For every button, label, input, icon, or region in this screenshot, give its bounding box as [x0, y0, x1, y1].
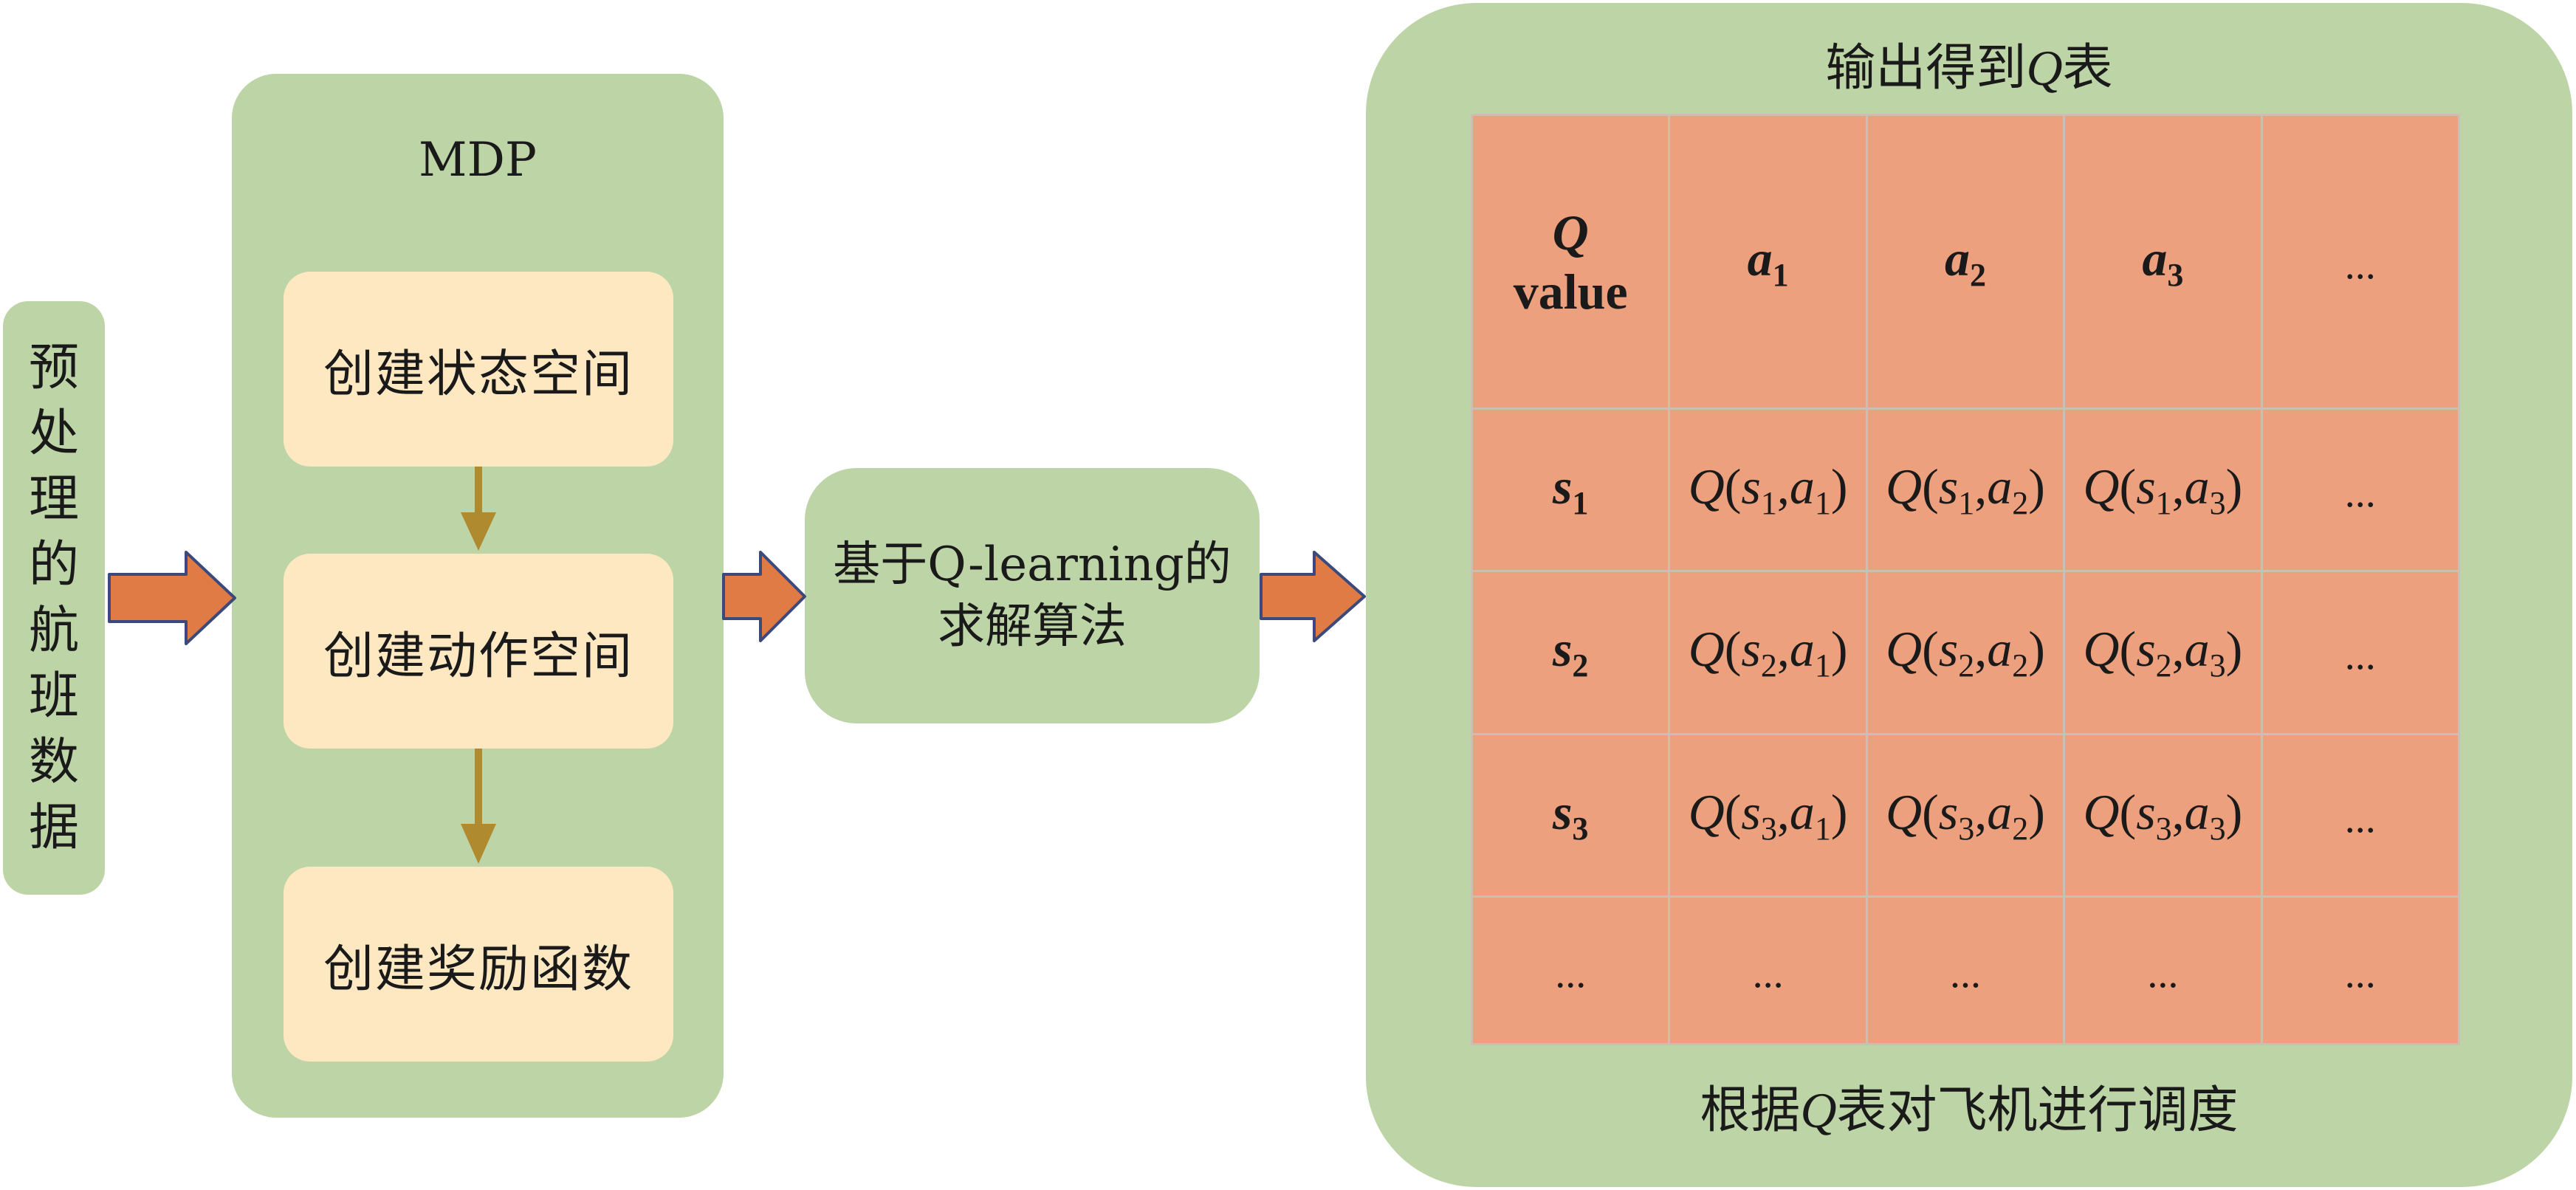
flow-arrow-icon: [108, 551, 236, 645]
step-arrow-icon: [461, 749, 496, 864]
ellipsis: ...: [1949, 950, 1981, 997]
mdp-step-label: 创建状态空间: [323, 345, 633, 404]
output-footer-prefix: 根据: [1700, 1081, 1801, 1140]
q-table: Q value a1 a2 a3 ... s1 Q(s1,a1) Q(s1,a2…: [1470, 113, 2461, 1046]
q-table-row: s1 Q(s1,a1) Q(s1,a2) Q(s1,a3) ...: [1470, 407, 2461, 573]
q-cell: Q(s2,a1): [1668, 570, 1868, 735]
q-cell: Q(s1,a1): [1668, 407, 1868, 573]
ellipsis: ...: [2344, 795, 2376, 842]
q-cell: Q(s2,a2): [1865, 570, 2066, 735]
q-table-row: s3 Q(s3,a1) Q(s3,a2) Q(s3,a3) ...: [1470, 732, 2461, 898]
flow-arrow-icon: [722, 551, 806, 642]
output-title-prefix: 输出得到: [1825, 39, 2027, 97]
mdp-step-action-space: 创建动作空间: [284, 554, 673, 749]
mdp-step-label: 创建动作空间: [323, 627, 633, 686]
output-title-suffix: 表: [2062, 39, 2113, 97]
q-cell-more: ...: [1668, 895, 1868, 1046]
q-cell: Q(s1,a3): [2063, 407, 2263, 573]
output-footer-suffix: 表对飞机进行调度: [1836, 1081, 2239, 1140]
output-title-q: Q: [2026, 40, 2063, 96]
state-header-s1: s1: [1470, 407, 1671, 573]
output-footer-q: Q: [1800, 1082, 1837, 1138]
ellipsis: ...: [2344, 633, 2376, 679]
preprocess-label: 预处理的航班数据: [28, 339, 79, 857]
state-header-s3: s3: [1470, 732, 1671, 898]
mdp-step-label: 创建奖励函数: [323, 940, 633, 999]
q-cell-more: ...: [2260, 407, 2461, 573]
q-cell-more: ...: [2260, 570, 2461, 735]
output-footer: 根据Q表对飞机进行调度: [1366, 1069, 2572, 1142]
mdp-step-reward-function: 创建奖励函数: [284, 867, 673, 1062]
q-table-header-row: Q value a1 a2 a3 ...: [1470, 113, 2461, 410]
ellipsis: ...: [1752, 950, 1784, 997]
output-title: 输出得到Q表: [1366, 27, 2572, 100]
solver-box: 基于Q-learning的 求解算法: [805, 468, 1260, 723]
q-cell: Q(s3,a3): [2063, 732, 2263, 898]
ellipsis: ...: [2147, 950, 2179, 997]
q-cell-more: ...: [1470, 895, 1671, 1046]
solver-label-line2: 求解算法: [938, 599, 1127, 654]
q-cell-more: ...: [1865, 895, 2066, 1046]
solver-label-line1: 基于Q-learning的: [833, 537, 1232, 592]
flow-arrow-icon: [1260, 551, 1366, 642]
q-cell: Q(s2,a3): [2063, 570, 2263, 735]
q-cell-more: ...: [2260, 732, 2461, 898]
ellipsis: ...: [1555, 950, 1587, 997]
corner-value: value: [1513, 263, 1628, 320]
q-table-corner: Q value: [1470, 113, 1671, 410]
mdp-title: MDP: [419, 133, 537, 188]
q-cell: Q(s3,a1): [1668, 732, 1868, 898]
ellipsis: ...: [2344, 470, 2376, 517]
q-cell-more: ...: [2063, 895, 2263, 1046]
action-header-a1: a1: [1668, 113, 1868, 410]
ellipsis: ...: [2344, 242, 2376, 289]
action-header-a2: a2: [1865, 113, 2066, 410]
mdp-step-state-space: 创建状态空间: [284, 272, 673, 467]
q-table-row-more: ... ... ... ... ...: [1470, 895, 2461, 1046]
action-header-a3: a3: [2063, 113, 2263, 410]
state-header-s2: s2: [1470, 570, 1671, 735]
step-arrow-icon: [461, 467, 496, 551]
q-cell-more: ...: [2260, 895, 2461, 1046]
action-header-more: ...: [2260, 113, 2461, 410]
q-cell: Q(s1,a2): [1865, 407, 2066, 573]
q-cell: Q(s3,a2): [1865, 732, 2066, 898]
ellipsis: ...: [2344, 950, 2376, 997]
q-table-row: s2 Q(s2,a1) Q(s2,a2) Q(s2,a3) ...: [1470, 570, 2461, 735]
preprocess-box: 预处理的航班数据: [3, 301, 105, 895]
corner-q: Q: [1552, 204, 1589, 261]
